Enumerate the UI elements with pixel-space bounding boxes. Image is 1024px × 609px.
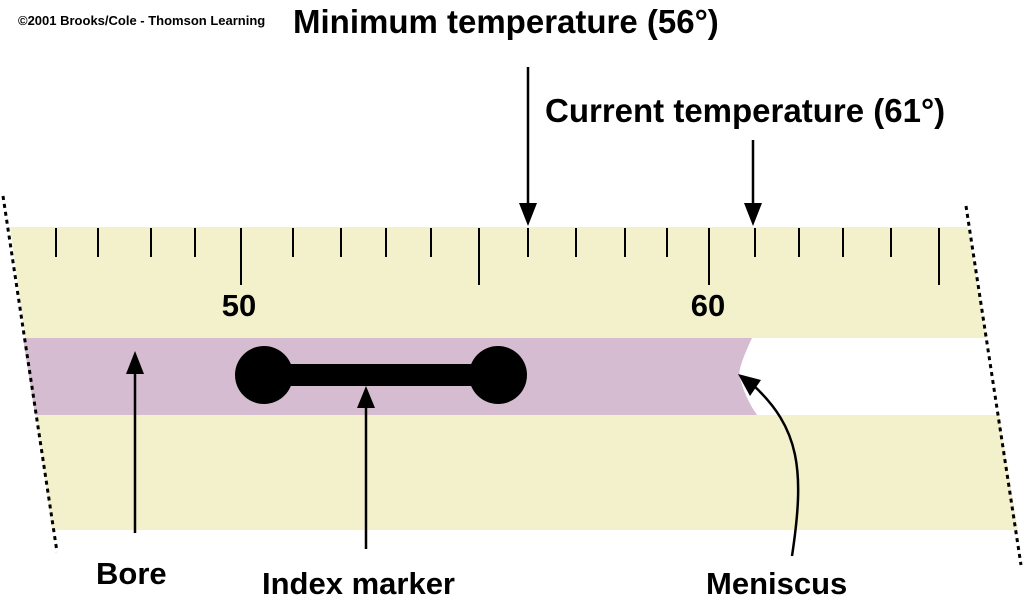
bore-label: Bore [96, 556, 167, 591]
current-arrow-head [744, 203, 762, 226]
index-arrow-head [357, 386, 375, 408]
minimum-arrow-head [519, 203, 537, 226]
meniscus-arrow-line [751, 383, 800, 557]
index-marker-label: Index marker [262, 566, 455, 601]
scale-ticks [55, 228, 940, 285]
current-temperature-label: Current temperature (61°) [545, 92, 946, 129]
bore-arrow-head [126, 351, 144, 374]
bore-empty [700, 338, 1003, 415]
meniscus-arrow-head [738, 374, 761, 396]
tick-label-60: 60 [691, 288, 725, 323]
minimum-temperature-label: Minimum temperature (56°) [293, 3, 719, 40]
index-marker-shape [235, 346, 527, 404]
meniscus-label: Meniscus [706, 566, 848, 601]
copyright-text: ©2001 Brooks/Cole - Thomson Learning [18, 13, 266, 28]
tick-label-50: 50 [222, 288, 256, 323]
